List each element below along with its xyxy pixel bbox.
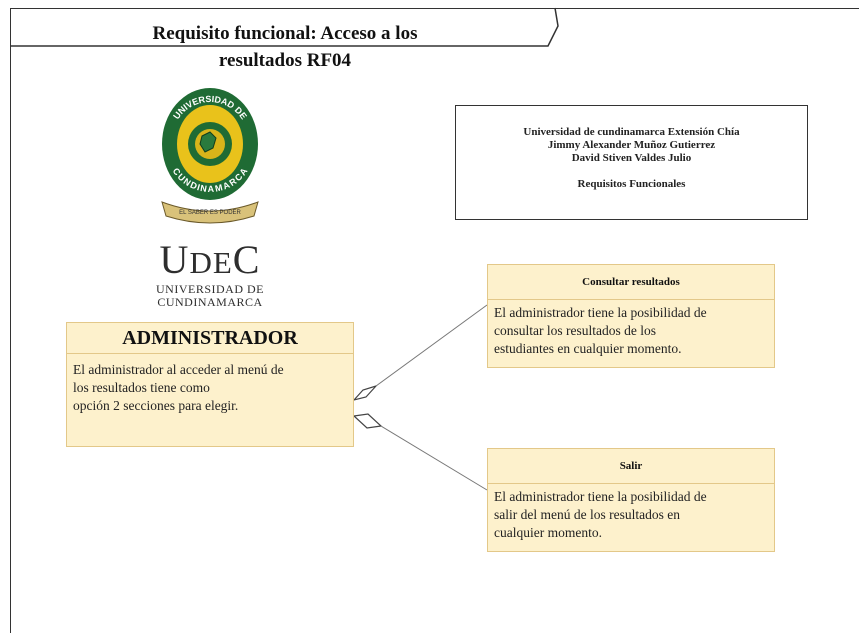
administrador-description: El administrador al acceder al menú de l… (67, 354, 353, 419)
consultar-line-1: El administrador tiene la posibilidad de (494, 305, 707, 320)
title-line-1: Requisito funcional: Acceso a los (152, 23, 418, 44)
salir-line-1: El administrador tiene la posibilidad de (494, 489, 707, 504)
consultar-description: El administrador tiene la posibilidad de… (488, 300, 774, 362)
consultar-line-2: consultar los resultados de los (494, 323, 656, 338)
diagram-title: Requisito funcional: Acceso a los result… (120, 20, 450, 74)
administrador-line-2: los resultados tiene como (73, 380, 210, 395)
info-author-1: Jimmy Alexander Muñoz Gutierrez (547, 139, 716, 151)
administrador-title: ADMINISTRADOR (67, 323, 353, 354)
consultar-line-3: estudiantes en cualquier momento. (494, 341, 682, 356)
brand-letter-c: C (232, 237, 261, 282)
salir-line-3: cualquier momento. (494, 525, 602, 540)
administrador-line-3: opción 2 secciones para elegir. (73, 398, 239, 413)
salir-description: El administrador tiene la posibilidad de… (488, 484, 774, 546)
svg-text:EL SABER ES PODER: EL SABER ES PODER (179, 210, 241, 216)
brand-letter-u: U (159, 237, 190, 282)
consultar-resultados-card: Consultar resultados El administrador ti… (487, 264, 775, 368)
brand-letters-de: DE (189, 245, 233, 280)
udec-wordmark: UDEC UNIVERSIDAD DE CUNDINAMARCA (120, 240, 300, 309)
administrador-line-1: El administrador al acceder al menú de (73, 362, 284, 377)
university-seal-logo: UNIVERSIDAD DE CUNDINAMARCA EL SABER ES … (150, 80, 270, 230)
consultar-title: Consultar resultados (488, 265, 774, 300)
info-author-2: David Stiven Valdes Julio (571, 152, 692, 164)
brand-subtitle-2: CUNDINAMARCA (157, 295, 263, 309)
salir-card: Salir El administrador tiene la posibili… (487, 448, 775, 552)
brand-subtitle-1: UNIVERSIDAD DE (156, 282, 264, 296)
salir-title: Salir (488, 449, 774, 484)
author-info-box: Universidad de cundinamarca Extensión Ch… (455, 105, 808, 220)
title-line-2: resultados RF04 (218, 50, 352, 71)
salir-line-2: salir del menú de los resultados en (494, 507, 680, 522)
info-institution: Universidad de cundinamarca Extensión Ch… (523, 126, 740, 138)
info-subject: Requisitos Funcionales (577, 178, 686, 190)
administrador-card: ADMINISTRADOR El administrador al accede… (66, 322, 354, 447)
